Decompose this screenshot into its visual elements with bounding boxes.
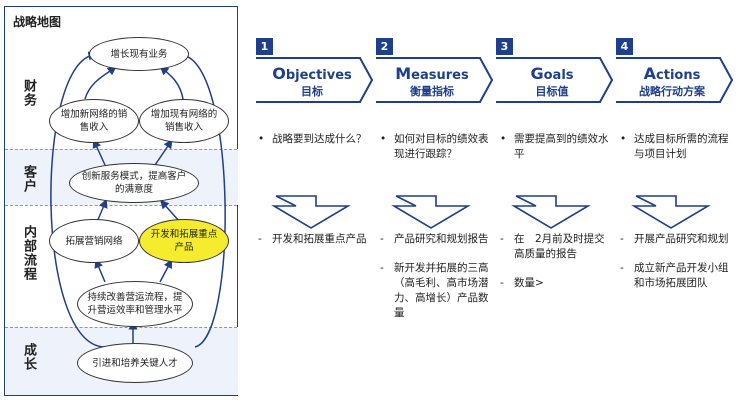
step-2-bottom: 产品研究和规划报告 新开发并拓展的三高（高毛利、高市场潜力、高增长）产品数量 — [380, 232, 490, 335]
step-title-cn: 战略行动方案 — [639, 85, 705, 98]
step-4-top: 达成目标所需的流程与项目计划 — [620, 132, 732, 176]
node-existing-network: 增加现有网络的销售收入 — [139, 99, 229, 143]
step-title-3: Goals 目标值 — [492, 64, 612, 99]
step-title-cap: G — [530, 64, 544, 83]
bullet: 在 2月前及时提交高质量的报告 — [500, 232, 610, 262]
bullet: 战略要到达成什么？ — [258, 132, 370, 147]
node-talent: 引进和培养关键人才 — [77, 343, 193, 383]
step-number-4: 4 — [616, 38, 633, 55]
step-1-top: 战略要到达成什么？ — [258, 132, 370, 161]
step-title-cap: A — [643, 64, 657, 83]
step-3-top: 需要提高到的绩效水平 — [500, 132, 610, 176]
step-4-bottom: 开展产品研究和规划 成立新产品开发小组和市场拓展团队 — [620, 232, 732, 305]
step-title-rest: bjectives — [285, 68, 352, 83]
divider — [5, 149, 237, 150]
step-title-rest: easures — [411, 68, 469, 83]
step-title-cn: 目标值 — [535, 85, 569, 98]
step-title-cap: M — [395, 64, 412, 83]
bullet: 开发和拓展重点产品 — [258, 232, 370, 247]
step-1-bottom: 开发和拓展重点产品 — [258, 232, 370, 261]
step-title-cn: 目标 — [301, 85, 323, 98]
bullet: 需要提高到的绩效水平 — [500, 132, 610, 162]
bullet: 新开发并拓展的三高（高毛利、高市场潜力、高增长）产品数量 — [380, 261, 490, 321]
section-finance: 财务 — [21, 79, 36, 107]
bullet: 开展产品研究和规划 — [620, 232, 732, 247]
node-new-network: 增加新网络的销售收入 — [49, 99, 139, 143]
step-number-1: 1 — [256, 38, 273, 55]
section-process: 内部流程 — [21, 225, 36, 281]
node-improve-process: 持续改善营运流程，提升营运效率和管理水平 — [77, 281, 193, 327]
step-2-top: 如何对目标的绩效表现进行跟踪？ — [380, 132, 490, 176]
divider — [5, 327, 237, 328]
section-customer: 客户 — [21, 165, 36, 193]
step-title-1: Objectives 目标 — [252, 64, 372, 99]
step-3-bottom: 在 2月前及时提交高质量的报告 数量> — [500, 232, 610, 305]
step-title-rest: ctions — [656, 68, 701, 83]
step-number-3: 3 — [496, 38, 513, 55]
section-growth: 成长 — [21, 343, 36, 371]
strategy-map-panel: 战略地图 财务 客户 内部流程 成长 增长现有业务 增加新网络的销售收入 增加现… — [4, 6, 238, 396]
bullet: 数量> — [500, 276, 610, 291]
step-title-2: Measures 衡量指标 — [372, 64, 492, 99]
step-title-cap: O — [272, 64, 286, 83]
step-title-4: Actions 战略行动方案 — [612, 64, 732, 99]
node-service-model: 创新服务模式，提高客户的满意度 — [69, 163, 199, 203]
divider — [5, 205, 237, 206]
map-arrows — [50, 51, 226, 348]
node-key-products: 开发和拓展重点产品 — [139, 219, 229, 263]
node-grow-business: 增长现有业务 — [89, 37, 189, 71]
bullet: 如何对目标的绩效表现进行跟踪？ — [380, 132, 490, 162]
node-expand-network: 拓展营销网络 — [49, 219, 139, 263]
bullet: 达成目标所需的流程与项目计划 — [620, 132, 732, 162]
step-title-rest: oals — [543, 68, 574, 83]
step-number-2: 2 — [376, 38, 393, 55]
bullet: 产品研究和规划报告 — [380, 232, 490, 247]
map-title: 战略地图 — [13, 15, 62, 29]
bullet: 成立新产品开发小组和市场拓展团队 — [620, 261, 732, 291]
step-title-cn: 衡量指标 — [410, 85, 454, 98]
